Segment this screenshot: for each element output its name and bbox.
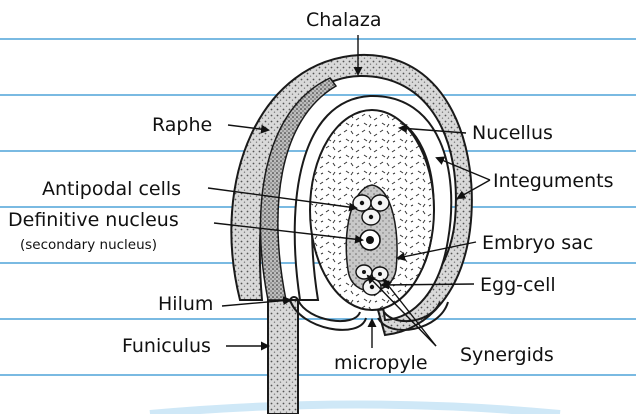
label-raphe: Raphe — [152, 114, 212, 136]
label-egg-cell: Egg-cell — [480, 274, 556, 296]
watermark-arc — [150, 405, 560, 414]
definitive-nucleus — [360, 230, 380, 250]
label-funiculus: Funiculus — [122, 335, 211, 357]
label-embryo-sac: Embryo sac — [482, 232, 593, 254]
label-chalaza: Chalaza — [306, 9, 382, 31]
label-integuments: Integuments — [493, 170, 613, 192]
label-hilum: Hilum — [158, 293, 213, 315]
label-micropyle: micropyle — [334, 352, 428, 374]
funiculus-stalk — [268, 300, 298, 414]
label-nucellus: Nucellus — [472, 122, 553, 144]
label-antipodal-cells: Antipodal cells — [42, 178, 181, 200]
label-secondary-nucleus: (secondary nucleus) — [20, 237, 157, 253]
label-synergids: Synergids — [460, 344, 554, 366]
label-definitive-nucleus: Definitive nucleus — [8, 209, 179, 231]
